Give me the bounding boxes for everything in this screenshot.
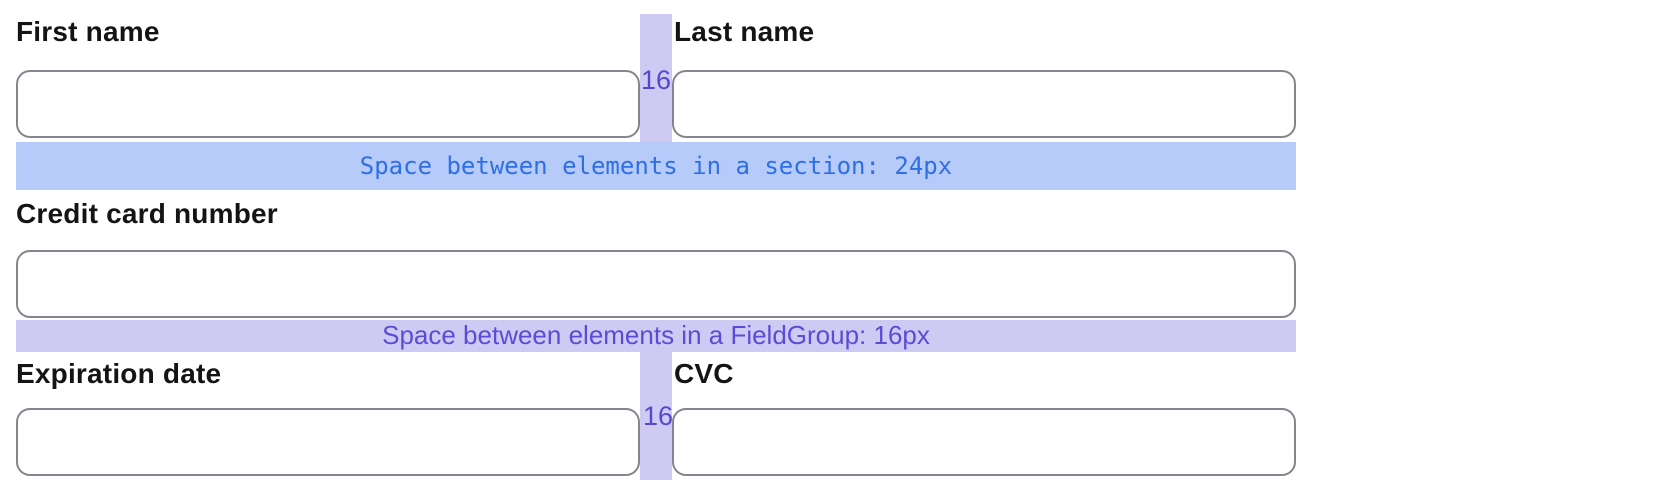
fieldgroup-spacing-annotation: Space between elements in a FieldGroup: … xyxy=(16,320,1296,352)
column-gap-highlight-name-row xyxy=(640,14,672,142)
last-name-input[interactable] xyxy=(672,70,1296,138)
column-gap-size-label-payment-row: 16 xyxy=(643,401,674,431)
cvc-label: CVC xyxy=(674,358,734,389)
section-spacing-annotation: Space between elements in a section: 24p… xyxy=(16,142,1296,190)
expiration-date-input[interactable] xyxy=(16,408,640,476)
last-name-label: Last name xyxy=(674,16,815,47)
expiration-date-label: Expiration date xyxy=(16,358,222,389)
column-gap-size-label-name-row: 16 xyxy=(641,65,672,95)
credit-card-number-input[interactable] xyxy=(16,250,1296,318)
first-name-input[interactable] xyxy=(16,70,640,138)
credit-card-number-label: Credit card number xyxy=(16,198,278,229)
column-gap-highlight-payment-row xyxy=(640,352,672,480)
first-name-label: First name xyxy=(16,16,160,47)
cvc-input[interactable] xyxy=(672,408,1296,476)
